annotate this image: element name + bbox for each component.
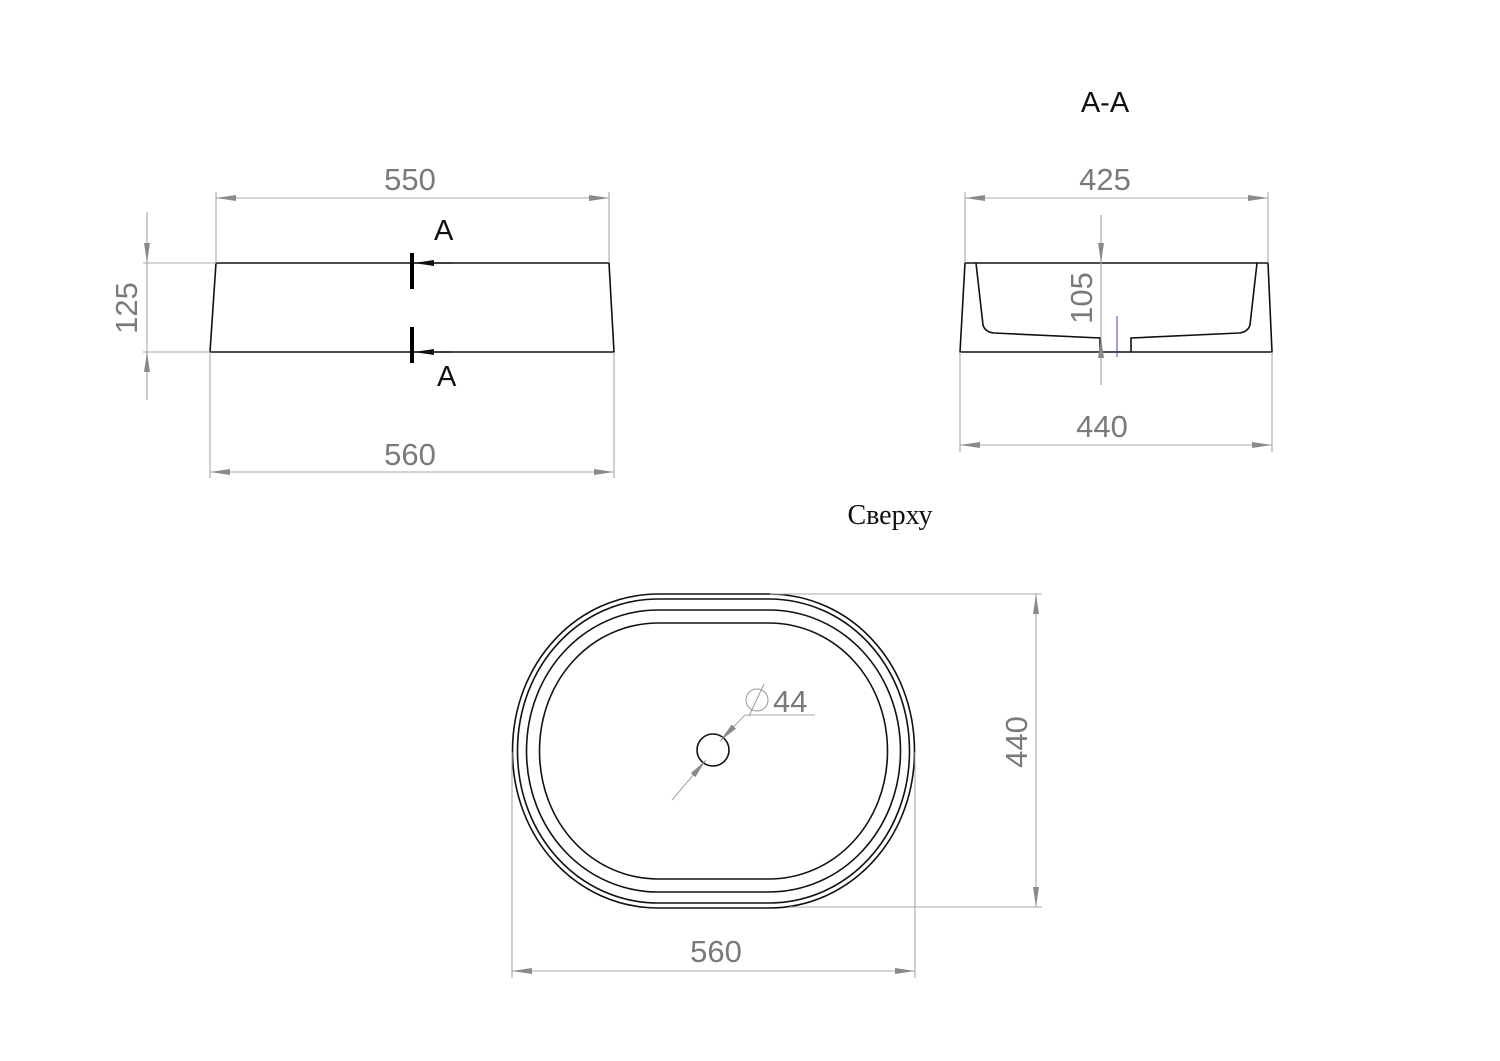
dimension-bottom-width: 560	[384, 437, 436, 472]
basin-ring-3	[525, 609, 902, 893]
dimension-depth: 105	[1064, 272, 1099, 324]
side-view: 550 560 125 A A	[109, 162, 615, 478]
basin-ring-1	[511, 593, 916, 909]
top-view-title: Сверху	[847, 500, 932, 531]
section-mark-bottom: A	[410, 327, 457, 393]
svg-text:A: A	[437, 361, 457, 393]
dimension-top-height: 440	[999, 716, 1034, 768]
dimension-drain-diameter: 44	[773, 684, 807, 719]
basin-ring-2	[516, 598, 911, 904]
dimension-section-top-width: 425	[1079, 162, 1131, 197]
diameter-icon	[745, 683, 769, 717]
dimension-top-width: 560	[690, 934, 742, 969]
dimension-height: 125	[109, 282, 144, 334]
dimension-top-width: 550	[384, 162, 436, 197]
basin-ring-4	[538, 622, 889, 880]
top-view: Сверху 44 440 560	[511, 500, 1042, 978]
basin-outline	[511, 593, 916, 909]
dimension-section-bottom-width: 440	[1076, 409, 1128, 444]
section-hatch-right	[1130, 262, 1273, 353]
section-mark-top: A	[410, 215, 454, 289]
section-view: A-A 425 440 105	[959, 87, 1273, 452]
drain-hole	[696, 733, 730, 767]
svg-text:A: A	[434, 215, 454, 247]
section-title: A-A	[1081, 87, 1130, 119]
